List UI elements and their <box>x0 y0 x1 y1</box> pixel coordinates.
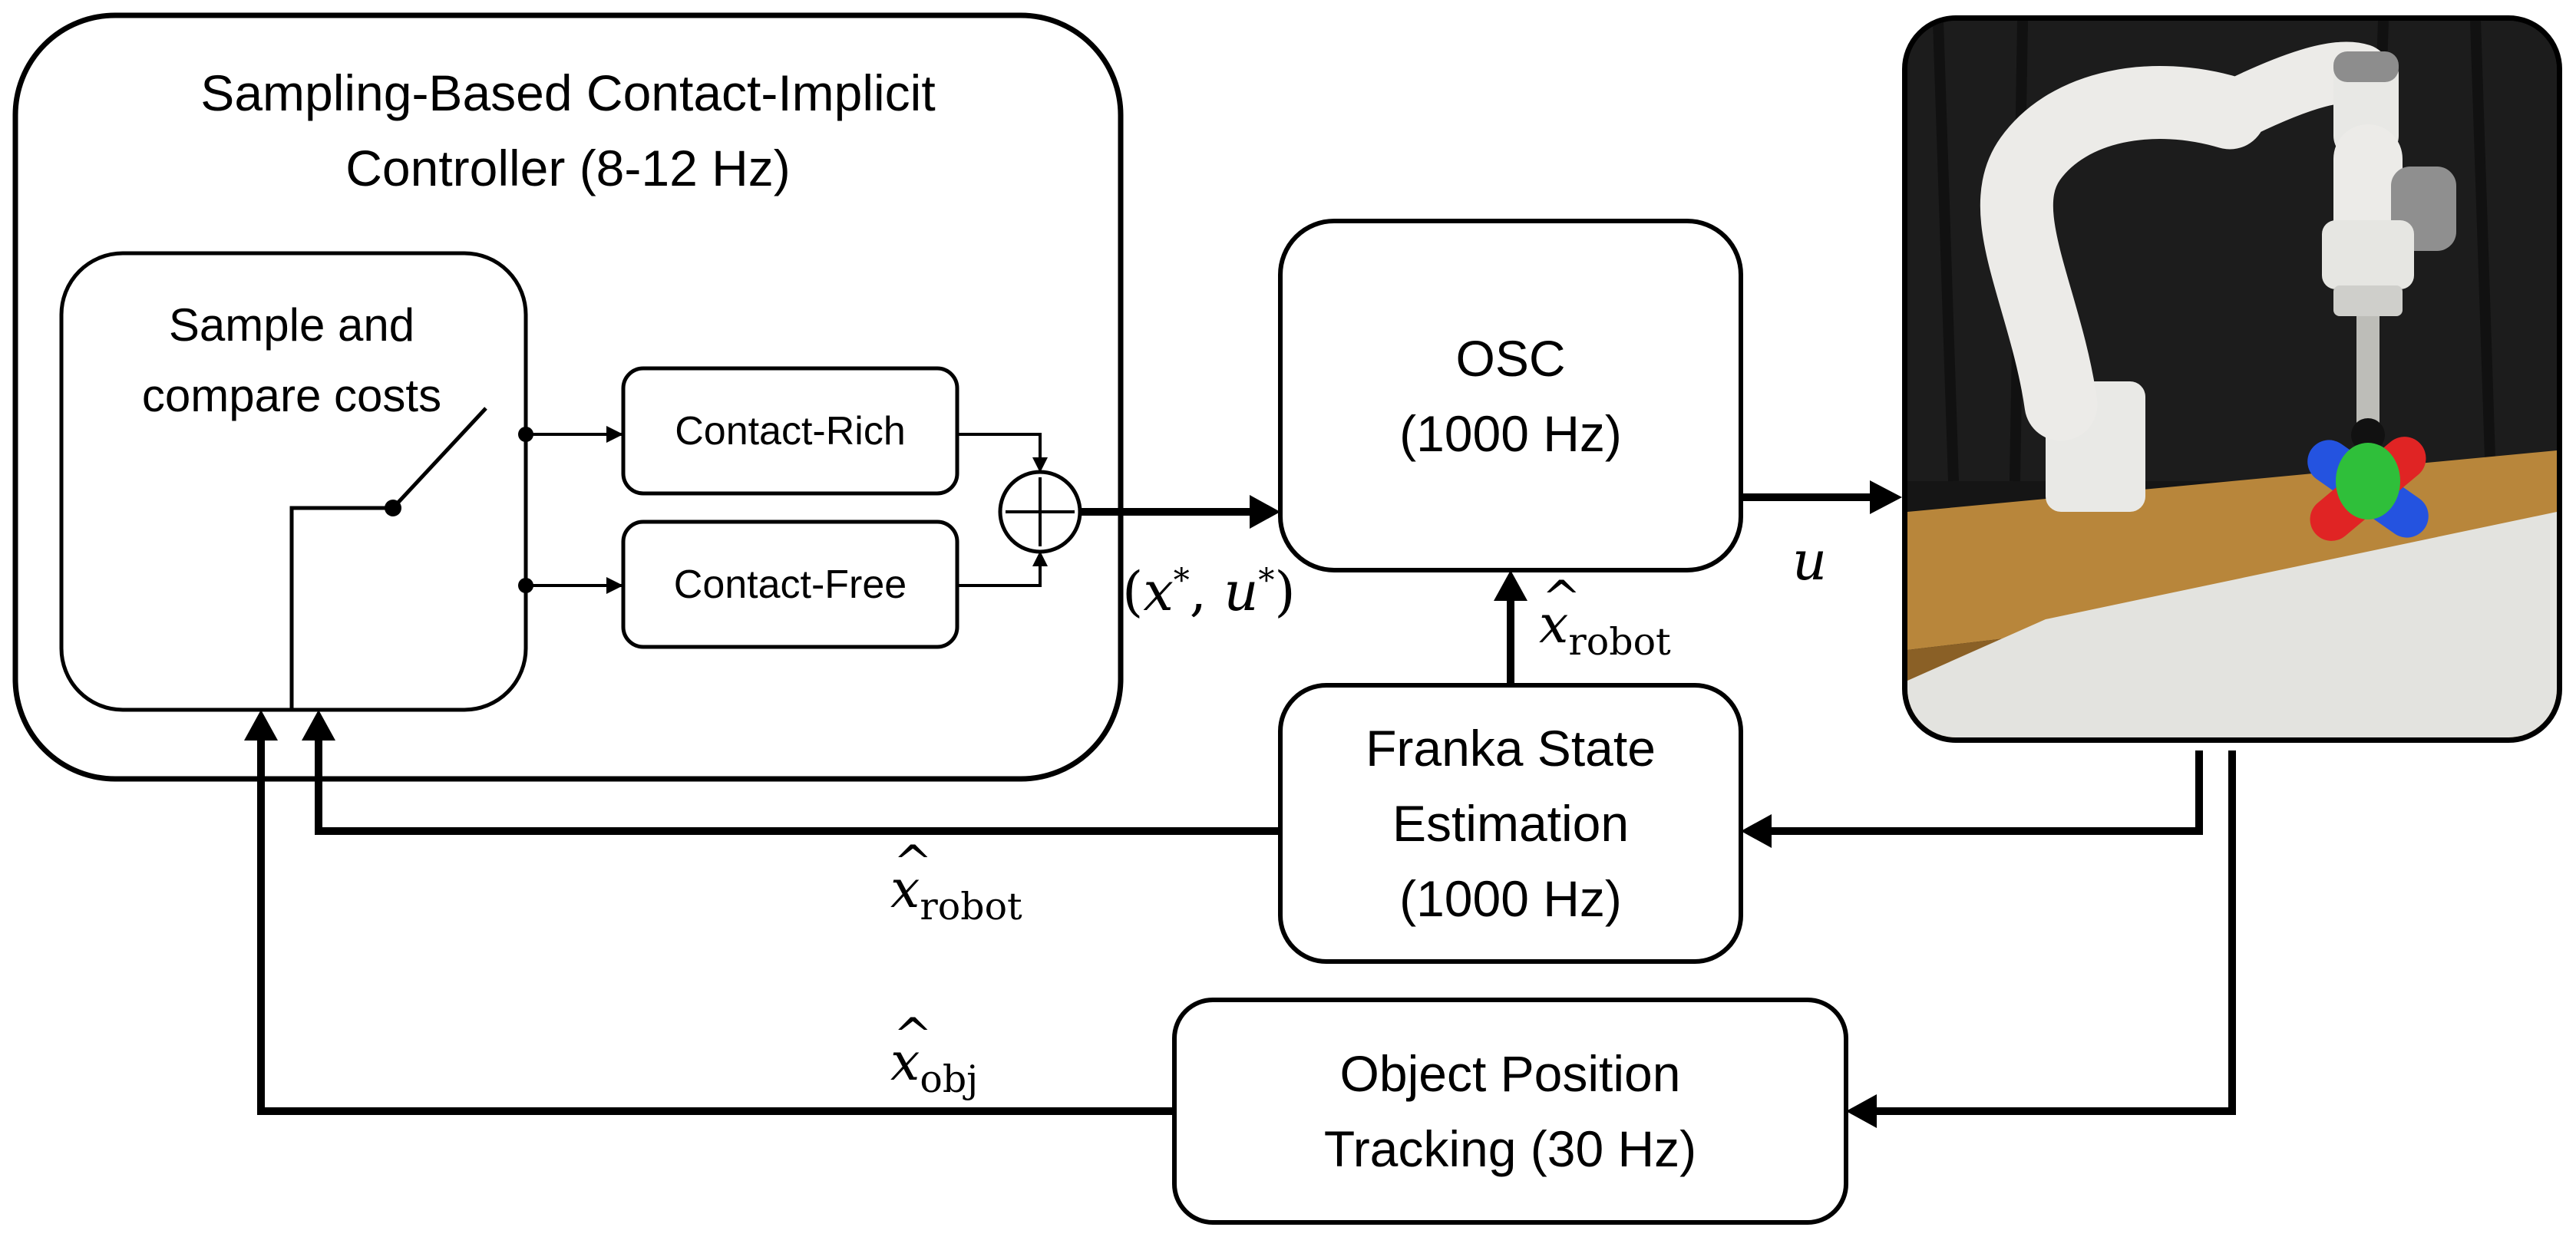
robot-state-x-2: x <box>890 836 933 920</box>
franka-to-osc-head <box>1494 570 1527 601</box>
torque-arrowhead <box>1870 480 1902 514</box>
robot-state-sub: robot <box>1568 619 1671 664</box>
robot-state-x: x <box>1539 571 1581 655</box>
object-state-sub: obj <box>920 1057 979 1101</box>
tracking-label: Object Position Tracking (30 Hz) <box>1174 1000 1846 1222</box>
plan-arrowhead <box>1250 495 1280 529</box>
contact-free-text: Contact-Free <box>673 562 907 607</box>
switch-blade <box>391 407 487 510</box>
torque-signal-label: u <box>1792 529 1827 592</box>
osc-label-line2: (1000 Hz) <box>1399 404 1622 462</box>
arrowhead-free-sum <box>1032 551 1048 566</box>
franka-label-line3: (1000 Hz) <box>1399 870 1622 927</box>
plan-sep: , <box>1189 560 1224 623</box>
contact-rich-text: Contact-Rich <box>675 408 906 454</box>
plan-u: u <box>1224 560 1259 623</box>
controller-title-line2: Controller (8-12 Hz) <box>345 140 791 196</box>
tracking-to-sampler <box>257 737 1174 1115</box>
switch-wire <box>289 506 393 710</box>
tracking-label-line2: Tracking (30 Hz) <box>1323 1120 1697 1177</box>
arrowhead-rich-sum <box>1032 457 1048 473</box>
franka-label-line1: Franka State <box>1366 720 1656 777</box>
osc-label: OSC (1000 Hz) <box>1280 221 1741 570</box>
robot-state-label-osc: xrobot <box>1539 571 1671 663</box>
robot-photo <box>1902 15 2562 743</box>
plan-open-paren: ( <box>1122 560 1144 623</box>
franka-to-sampler-head <box>302 710 335 741</box>
sampler-label-line1: Sample and <box>168 299 415 351</box>
franka-to-sampler <box>315 737 1280 835</box>
franka-label-line2: Estimation <box>1392 795 1630 852</box>
tracking-label-line1: Object Position <box>1339 1045 1681 1102</box>
plan-close-paren: ) <box>1274 560 1296 623</box>
osc-label-line1: OSC <box>1455 329 1566 387</box>
contact-rich-label: Contact-Rich <box>623 368 957 493</box>
contact-free-label: Contact-Free <box>623 522 957 647</box>
robot-state-label-sampler: xrobot <box>890 836 1022 928</box>
robot-to-tracking <box>1873 750 2236 1115</box>
arrowhead-to-free <box>606 577 623 594</box>
object-state-x: x <box>890 1008 933 1093</box>
robot-to-tracking-head <box>1846 1094 1877 1128</box>
tracking-to-sampler-head <box>244 710 278 741</box>
plan-u-star: * <box>1258 561 1275 599</box>
plan-signal-label: (x*, u*) <box>1122 560 1296 623</box>
sampler-label-line2: compare costs <box>141 370 442 421</box>
robot-to-franka <box>1765 750 2203 835</box>
robot-to-franka-head <box>1741 814 1772 848</box>
object-state-label: xobj <box>890 1008 978 1100</box>
contact-rich-box <box>621 366 959 496</box>
controller-title-line1: Sampling-Based Contact-Implicit <box>200 64 936 121</box>
robot-state-sub-2: robot <box>920 884 1022 929</box>
plan-x: x <box>1143 560 1174 623</box>
sampler-label: Sample and compare costs <box>84 284 499 437</box>
arrowhead-to-rich <box>606 426 623 443</box>
franka-label: Franka State Estimation (1000 Hz) <box>1280 685 1741 962</box>
switch-pivot <box>385 500 401 516</box>
controller-title: Sampling-Based Contact-Implicit Controll… <box>46 54 1090 207</box>
plan-x-star: * <box>1173 561 1190 599</box>
torque-u: u <box>1792 529 1828 592</box>
